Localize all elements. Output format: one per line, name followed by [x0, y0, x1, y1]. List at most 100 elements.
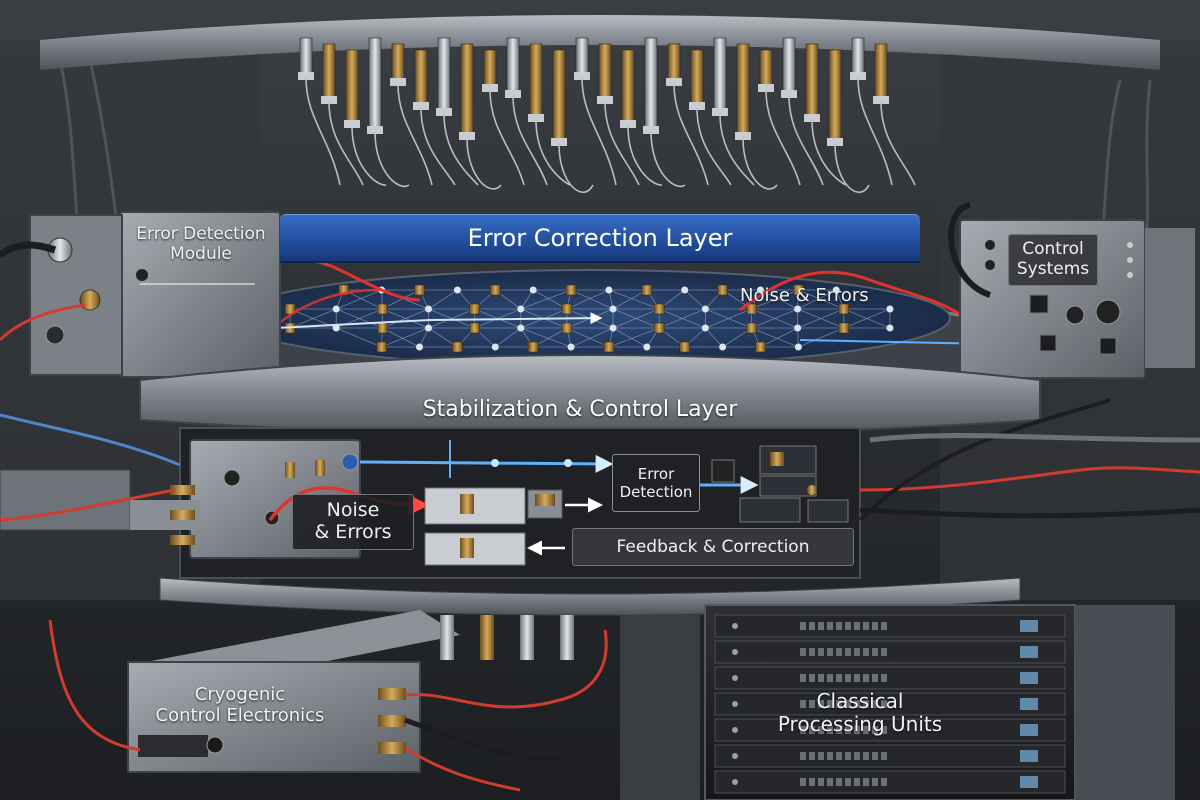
rack-vent-icon: [872, 622, 878, 630]
feedback-correction-label: Feedback & Correction: [572, 528, 854, 566]
connector-icon: [643, 126, 659, 134]
connector-icon: [345, 49, 359, 127]
rack-vent-icon: [809, 674, 815, 682]
rack-display-icon: [1020, 620, 1038, 632]
qubit-node-icon: [609, 305, 617, 313]
qubit-node-icon: [453, 286, 461, 294]
connector-icon: [873, 96, 889, 104]
connector-icon: [834, 143, 870, 193]
stabilization-connector: [527, 489, 603, 556]
connector-icon: [351, 125, 387, 186]
qubit-node-icon: [425, 324, 432, 332]
rack-vent-icon: [836, 726, 842, 734]
qubit-coupler-icon: [382, 308, 429, 329]
connector-icon: [574, 72, 590, 80]
rack-unit-icon: [714, 614, 1066, 638]
classical-line-2: Processing Units: [777, 712, 943, 736]
rack-vent-icon: [818, 622, 824, 630]
qubit-coupler-icon: [520, 289, 572, 310]
connector-icon: [512, 95, 548, 186]
qubit-node-icon: [332, 324, 340, 332]
connector-icon: [598, 43, 612, 103]
rack-vent-icon: [800, 778, 806, 786]
rack-vent-icon: [845, 700, 851, 708]
qubit-chip-icon: [561, 303, 573, 315]
rack-vent-icon: [854, 752, 860, 760]
qubit-coupler-icon: [428, 308, 475, 329]
qubit-coupler-icon: [289, 308, 337, 329]
rack-vent-icon: [827, 778, 833, 786]
rack-vent-icon: [863, 778, 869, 786]
control-systems-line-1: Control: [1022, 239, 1084, 260]
qubit-coupler-icon: [428, 289, 458, 310]
connector-icon: [765, 89, 801, 186]
stabilization-layer-title: Stabilization & Control Layer: [422, 397, 738, 422]
qubit-node-icon: [332, 305, 340, 313]
connector-icon: [627, 125, 663, 186]
qubit-coupler-icon: [608, 289, 660, 310]
connector-icon: [644, 37, 658, 133]
qubit-grid: [284, 284, 894, 353]
qubit-node-icon: [567, 343, 575, 351]
rack-display-icon: [1020, 698, 1038, 710]
rack-vent-icon: [809, 648, 815, 656]
connector-icon: [850, 72, 866, 80]
qubit-coupler-icon: [751, 308, 798, 329]
rack-vent-icon: [836, 622, 842, 630]
rack-vent-icon: [845, 622, 851, 630]
rack-vent-icon: [872, 726, 878, 734]
connector-icon: [305, 77, 341, 186]
right-side-cables: [858, 398, 1200, 522]
connector-icon: [298, 72, 314, 80]
rack-vent-icon: [809, 700, 815, 708]
qubit-chip-icon: [838, 303, 850, 315]
qubit-coupler-icon: [608, 327, 660, 348]
cryogenic-line-2: Control Electronics: [155, 704, 325, 726]
rack-vent-icon: [845, 778, 851, 786]
rack-vent-icon: [854, 778, 860, 786]
qubit-coupler-icon: [751, 327, 799, 348]
rack-vent-icon: [863, 674, 869, 682]
qubit-node-icon: [701, 305, 709, 313]
qubit-node-icon: [416, 343, 424, 351]
connector-icon: [413, 102, 429, 110]
qubit-node-icon: [609, 324, 617, 332]
qubit-chip-icon: [377, 322, 388, 334]
error-detection-line-1: Error: [637, 465, 675, 483]
connector-icon: [735, 132, 751, 140]
rack-vent-icon: [809, 752, 815, 760]
error-detection-module-line-2: Module: [170, 243, 232, 264]
control-systems-line-2: Systems: [1016, 259, 1090, 279]
rack-vent-icon: [881, 648, 887, 656]
rack-display-icon: [1020, 750, 1038, 762]
qubit-node-icon: [886, 305, 894, 313]
qubit-coupler-icon: [843, 308, 891, 329]
qubit-node-icon: [756, 286, 764, 294]
qubit-chip-icon: [653, 322, 665, 334]
qubit-coupler-icon: [751, 289, 799, 310]
qubit-node-icon: [605, 286, 613, 294]
qubit-coupler-icon: [705, 308, 752, 329]
rack-vent-icon: [827, 674, 833, 682]
rack-button-icon: [732, 623, 738, 629]
left-side-rig: [0, 413, 200, 545]
rack-vent-icon: [836, 674, 842, 682]
rack-vent-icon: [872, 674, 878, 682]
connector-icon: [689, 102, 705, 110]
rack-vent-icon: [836, 648, 842, 656]
connector-icon: [551, 138, 567, 146]
rack-vent-icon: [800, 674, 806, 682]
rack-vent-icon: [827, 622, 833, 630]
qubit-coupler-icon: [612, 327, 648, 348]
rack-vent-icon: [881, 778, 887, 786]
rack-vent-icon: [863, 622, 869, 630]
qubit-coupler-icon: [797, 308, 844, 329]
qubit-chip-icon: [414, 284, 425, 296]
connector-icon: [529, 43, 543, 121]
connector-icon: [758, 84, 774, 92]
rack-vent-icon: [872, 752, 878, 760]
qubit-node-icon: [794, 324, 802, 332]
center-lower-connectors: [440, 615, 574, 660]
rack-button-icon: [732, 649, 738, 655]
connector-icon: [650, 131, 686, 188]
